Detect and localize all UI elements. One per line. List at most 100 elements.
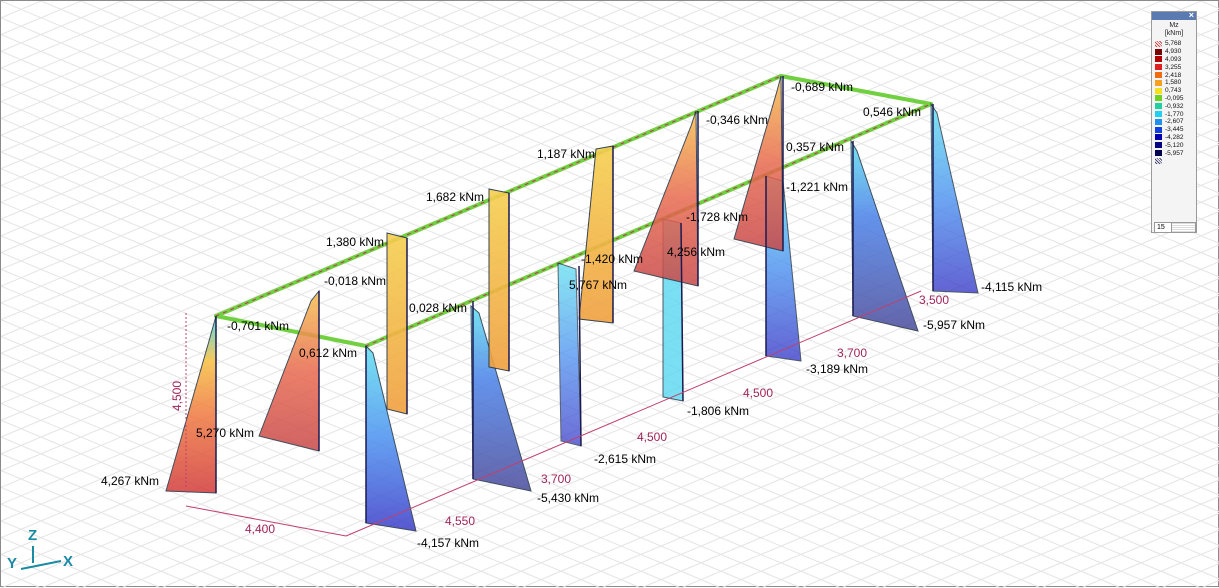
- legend-value: 5,768: [1165, 40, 1182, 48]
- legend-row: -4,282: [1152, 134, 1196, 142]
- moment-label: -5,957 kNm: [923, 318, 985, 332]
- moment-label: 5,270 kNm: [196, 426, 254, 440]
- moment-label: 0,612 kNm: [299, 346, 357, 360]
- y-axis-label: Y: [7, 555, 17, 572]
- legend-row: -1,770: [1152, 110, 1196, 118]
- moment-label: -0,346 kNm: [706, 113, 768, 127]
- moment-label: 4,267 kNm: [101, 474, 159, 488]
- legend-color-swatch: [1155, 56, 1162, 63]
- moment-label: -1,728 kNm: [686, 210, 748, 224]
- moment-labels: -0,689 kNm 0,546 kNm -0,346 kNm 0,357 kN…: [101, 80, 1042, 550]
- moment-label: -0,018 kNm: [324, 274, 386, 288]
- close-icon[interactable]: ×: [1188, 10, 1194, 20]
- z-axis-label: Z: [28, 527, 37, 544]
- legend-value: -0,932: [1165, 102, 1184, 110]
- legend-row: 2,418: [1152, 71, 1196, 79]
- legend-color-swatch: [1155, 40, 1162, 47]
- legend-value: 0,743: [1165, 87, 1182, 95]
- legend-color-swatch: [1155, 95, 1162, 102]
- moment-label: -1,806 kNm: [687, 404, 749, 418]
- legend-title: Mz [kNm]: [1152, 20, 1196, 40]
- moment-diagram-c6: [488, 188, 510, 372]
- legend-levels-spinner[interactable]: [1172, 223, 1195, 232]
- legend-color-swatch: [1155, 134, 1162, 141]
- legend-levels-value[interactable]: 15: [1155, 223, 1172, 232]
- moment-diagram-c4: [386, 232, 408, 415]
- legend-color-swatch: [1155, 118, 1162, 125]
- moment-label: 0,028 kNm: [409, 301, 467, 315]
- moment-label: 5,767 kNm: [569, 278, 627, 292]
- dimension-label: 4,500: [170, 381, 184, 411]
- legend-value: -1,770: [1165, 110, 1184, 118]
- legend-row: [1152, 157, 1196, 165]
- columns[interactable]: [215, 76, 934, 523]
- legend-value: 3,255: [1165, 63, 1182, 71]
- legend-color-swatch: [1155, 64, 1162, 71]
- legend-color-swatch: [1155, 48, 1162, 55]
- legend-color-swatch: [1155, 157, 1162, 164]
- legend-row: 3,255: [1152, 63, 1196, 71]
- legend-titlebar[interactable]: ×: [1152, 10, 1196, 20]
- moment-label: 4,256 kNm: [667, 245, 725, 259]
- dimension-label: 3,700: [541, 472, 571, 486]
- moment-diagram-c10: [633, 110, 699, 287]
- moment-label: 1,380 kNm: [326, 235, 384, 249]
- legend-value: -5,120: [1165, 141, 1184, 149]
- moment-label: -1,221 kNm: [786, 180, 848, 194]
- dimension-label: 4,500: [743, 386, 773, 400]
- moment-label: -0,689 kNm: [791, 80, 853, 94]
- legend-color-swatch: [1155, 142, 1162, 149]
- legend-color-swatch: [1155, 87, 1162, 94]
- legend-value: -0,095: [1165, 94, 1184, 102]
- legend-row: -2,607: [1152, 118, 1196, 126]
- moment-label: -3,189 kNm: [806, 362, 868, 376]
- dimension-label: 3,700: [837, 346, 867, 360]
- moment-label: 0,546 kNm: [863, 105, 921, 119]
- moment-diagrams[interactable]: [165, 75, 979, 532]
- legend-color-swatch: [1155, 126, 1162, 133]
- legend-value: -3,445: [1165, 126, 1184, 134]
- legend-value: 4,093: [1165, 55, 1182, 63]
- legend-color-swatch: [1155, 72, 1162, 79]
- legend-row: 0,743: [1152, 87, 1196, 95]
- moment-label: -5,430 kNm: [537, 491, 599, 505]
- legend-title-quantity: Mz: [1169, 22, 1179, 29]
- legend-row: -5,957: [1152, 149, 1196, 157]
- moment-label: -2,615 kNm: [594, 452, 656, 466]
- moment-diagram-c8: [578, 145, 614, 324]
- legend-row: 4,093: [1152, 56, 1196, 64]
- legend-value: 4,930: [1165, 48, 1182, 56]
- legend-row: 5,768: [1152, 40, 1196, 48]
- legend-levels-field[interactable]: 15: [1154, 222, 1196, 233]
- dimension-label: 3,500: [919, 293, 949, 307]
- dimension-lines: [185, 290, 922, 537]
- dimension-label: 4,400: [245, 522, 275, 536]
- legend-row: -3,445: [1152, 126, 1196, 134]
- legend-title-unit: [kNm]: [1164, 30, 1184, 37]
- dimension-label: 4,500: [637, 430, 667, 444]
- legend-row: 4,930: [1152, 48, 1196, 56]
- x-axis-label: X: [63, 553, 73, 570]
- moment-diagram-c2: [258, 289, 320, 452]
- moment-label: -4,115 kNm: [981, 280, 1042, 294]
- moment-diagram-c13: [850, 139, 919, 332]
- legend-value: -2,607: [1165, 118, 1184, 126]
- legend-row: -0,095: [1152, 95, 1196, 103]
- dimension-label: 4,550: [445, 514, 475, 528]
- legend-value: -5,957: [1165, 149, 1184, 157]
- legend-value: -4,282: [1165, 133, 1184, 141]
- legend-row: -0,932: [1152, 102, 1196, 110]
- moment-label: 0,357 kNm: [786, 140, 844, 154]
- legend-color-swatch: [1155, 103, 1162, 110]
- axis-triad: Z Y X: [7, 527, 73, 572]
- moment-label: -4,157 kNm: [417, 536, 479, 550]
- moment-label: 1,682 kNm: [426, 190, 484, 204]
- legend-row: 1,580: [1152, 79, 1196, 87]
- legend-color-swatch: [1155, 79, 1162, 86]
- dimension-labels: 4,500 4,400 4,550 3,700 4,500 4,500 3,70…: [170, 293, 949, 536]
- legend-value: 1,580: [1165, 79, 1182, 87]
